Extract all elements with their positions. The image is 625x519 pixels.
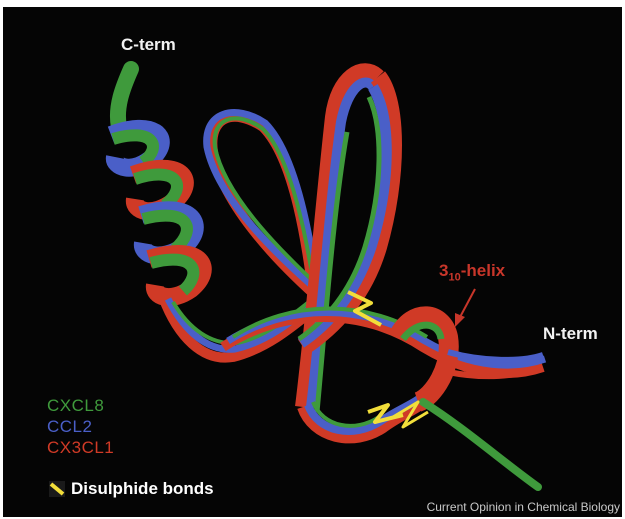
legend-item-cxcl8: CXCL8 — [47, 395, 114, 416]
three-ten-helix-label: 310-helix — [439, 261, 505, 283]
helix-green-tail — [118, 69, 131, 127]
legend: CXCL8 CCL2 CX3CL1 — [47, 395, 114, 458]
helix-arrow — [455, 289, 475, 327]
legend-disulphide: Disulphide bonds — [49, 479, 214, 499]
green-tail-down — [423, 402, 538, 487]
legend-item-ccl2: CCL2 — [47, 416, 114, 437]
legend-item-cx3cl1: CX3CL1 — [47, 437, 114, 458]
c-term-label: C-term — [121, 35, 176, 55]
helix-label-suffix: -helix — [461, 261, 505, 280]
figure-credit: Current Opinion in Chemical Biology — [427, 500, 620, 514]
disulphide-legend-label: Disulphide bonds — [71, 479, 214, 499]
helix-label-subscript: 10 — [448, 271, 460, 283]
chemokine-structure-figure: C-term 310-helix N-term CXCL8 CCL2 CX3CL… — [3, 7, 622, 517]
helix-turn-3-green — [143, 216, 187, 249]
n-term-label: N-term — [543, 324, 598, 344]
disulphide-swatch-icon — [49, 481, 65, 497]
beta-sheet — [207, 71, 545, 437]
three-ten-helix-red — [398, 316, 449, 402]
